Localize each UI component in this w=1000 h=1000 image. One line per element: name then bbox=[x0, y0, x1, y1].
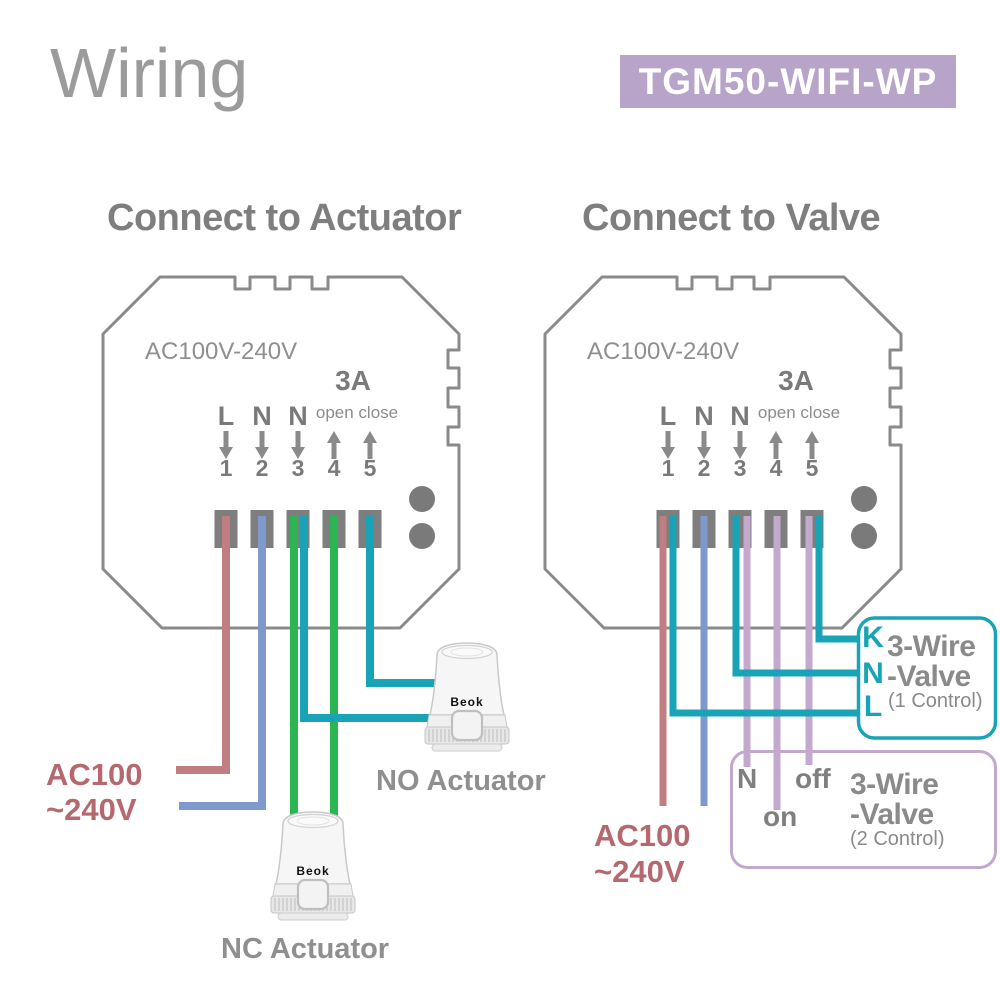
right-device-body bbox=[545, 277, 901, 628]
wire-teal-t5 bbox=[366, 516, 446, 687]
valve2-name-line1: 3-Wire bbox=[850, 768, 939, 801]
terminal-letter-l-right: L bbox=[659, 401, 677, 431]
power-label-left-line2: ~240V bbox=[46, 792, 137, 827]
terminal-letter-n2-left: N bbox=[288, 401, 308, 431]
terminal-letter-n2-right: N bbox=[730, 401, 750, 431]
terminal-num-1-right: 1 bbox=[661, 455, 675, 481]
valve2-terminal-n: N bbox=[737, 763, 758, 794]
power-label-left-line1: AC100 bbox=[46, 757, 143, 792]
left-device-wires bbox=[176, 516, 446, 826]
open-close-label-right: open close bbox=[757, 403, 841, 422]
model-badge: TGM50-WIFI-WP bbox=[620, 55, 956, 108]
valve-2control-box bbox=[730, 750, 997, 869]
terminal-num-5-left: 5 bbox=[363, 455, 377, 481]
wire-teal-t3 bbox=[300, 516, 446, 722]
terminal-num-5-right: 5 bbox=[805, 455, 819, 481]
wire-teal-n bbox=[732, 516, 859, 677]
valve1-name-line2: -Valve bbox=[887, 660, 971, 693]
valve2-on-label: on bbox=[763, 801, 798, 832]
terminal-letter-l-left: L bbox=[217, 401, 235, 431]
current-rating-left: 3A bbox=[335, 365, 371, 396]
left-device-body bbox=[103, 277, 459, 628]
power-label-right-line2: ~240V bbox=[594, 854, 685, 889]
terminal-letter-n1-right: N bbox=[694, 401, 714, 431]
model-badge-text: TGM50-WIFI-WP bbox=[638, 61, 938, 102]
current-rating-right: 3A bbox=[778, 365, 814, 396]
wire-teal-l bbox=[669, 516, 859, 717]
valve1-control-note: (1 Control) bbox=[888, 690, 983, 712]
open-close-label-left: open close bbox=[315, 403, 399, 422]
right-section-heading: Connect to Valve bbox=[582, 197, 881, 239]
valve1-terminal-l: L bbox=[863, 690, 883, 723]
page-title: Wiring bbox=[50, 34, 249, 112]
terminal-num-2-left: 2 bbox=[255, 455, 269, 481]
terminal-num-4-right: 4 bbox=[769, 455, 783, 481]
nc-actuator-label: NC Actuator bbox=[221, 933, 390, 965]
terminal-num-2-right: 2 bbox=[697, 455, 711, 481]
right-device-wires bbox=[659, 516, 859, 810]
valve2-control-note: (2 Control) bbox=[850, 828, 945, 850]
terminal-num-3-right: 3 bbox=[733, 455, 747, 481]
terminal-num-4-left: 4 bbox=[327, 455, 341, 481]
valve1-terminal-n: N bbox=[862, 657, 884, 690]
valve2-name-line2: -Valve bbox=[850, 798, 934, 831]
valve1-terminal-k: K bbox=[862, 621, 884, 654]
wire-teal-k bbox=[815, 516, 859, 643]
voltage-label-left: AC100V-240V bbox=[145, 338, 298, 365]
terminal-letter-n1-left: N bbox=[252, 401, 272, 431]
nc-actuator-brand: Beok bbox=[296, 864, 330, 878]
left-section-heading: Connect to Actuator bbox=[107, 197, 462, 239]
wire-neutral-left bbox=[179, 516, 266, 810]
valve1-name-line1: 3-Wire bbox=[887, 630, 976, 663]
valve-1control-box bbox=[856, 616, 998, 740]
terminal-num-1-left: 1 bbox=[219, 455, 233, 481]
power-label-right-line1: AC100 bbox=[594, 818, 691, 853]
no-actuator-brand: Beok bbox=[450, 695, 484, 709]
voltage-label-right: AC100V-240V bbox=[587, 338, 740, 365]
no-actuator-label: NO Actuator bbox=[376, 765, 546, 797]
valve2-off-label: off bbox=[795, 763, 831, 794]
terminal-num-3-left: 3 bbox=[291, 455, 305, 481]
wire-live-left bbox=[176, 516, 230, 774]
